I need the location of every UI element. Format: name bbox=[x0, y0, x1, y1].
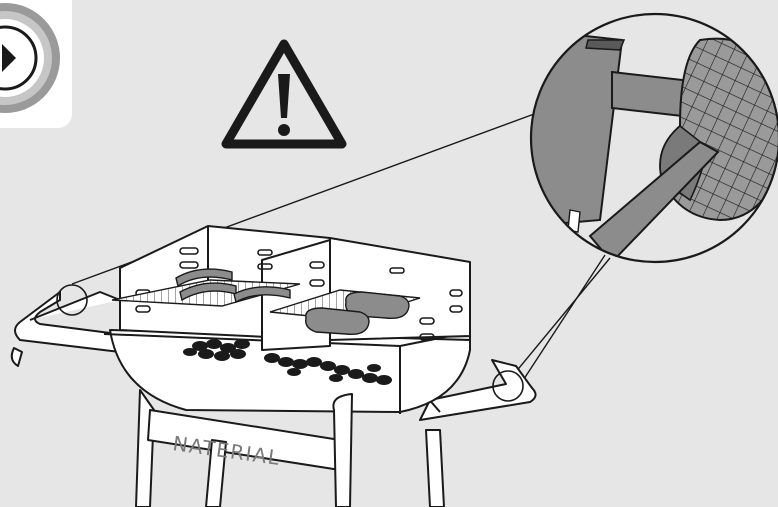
grill-food-steaks bbox=[305, 291, 410, 336]
grill-charcoal bbox=[183, 339, 392, 385]
detail-callout-right bbox=[492, 370, 524, 402]
grill-food-sausages bbox=[175, 268, 291, 304]
warning-icon bbox=[221, 39, 347, 149]
zoom-detail bbox=[529, 12, 778, 264]
grill-stand bbox=[135, 389, 445, 507]
grill-side-handles bbox=[10, 291, 537, 421]
play-icon[interactable] bbox=[0, 0, 72, 128]
detail-callout-left bbox=[56, 284, 88, 316]
play-button-card[interactable] bbox=[0, 0, 72, 128]
grill-body bbox=[103, 225, 471, 414]
